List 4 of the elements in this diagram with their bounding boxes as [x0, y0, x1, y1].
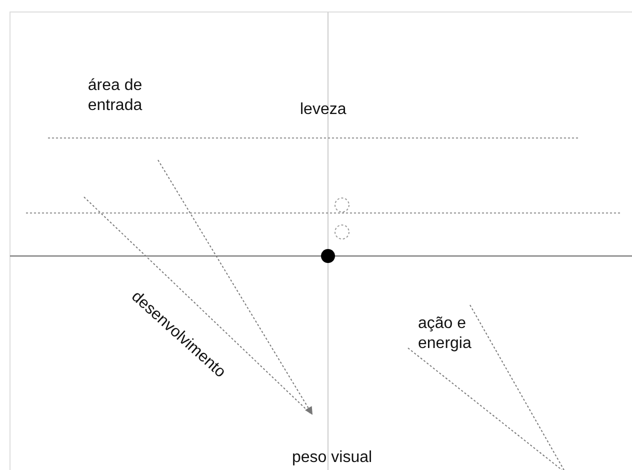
area-label: área de entrada	[86, 76, 144, 116]
action-label: ação e energia	[418, 314, 472, 354]
visual-weight-label: peso visual	[292, 448, 374, 468]
lightness-label: leveza	[300, 100, 348, 120]
